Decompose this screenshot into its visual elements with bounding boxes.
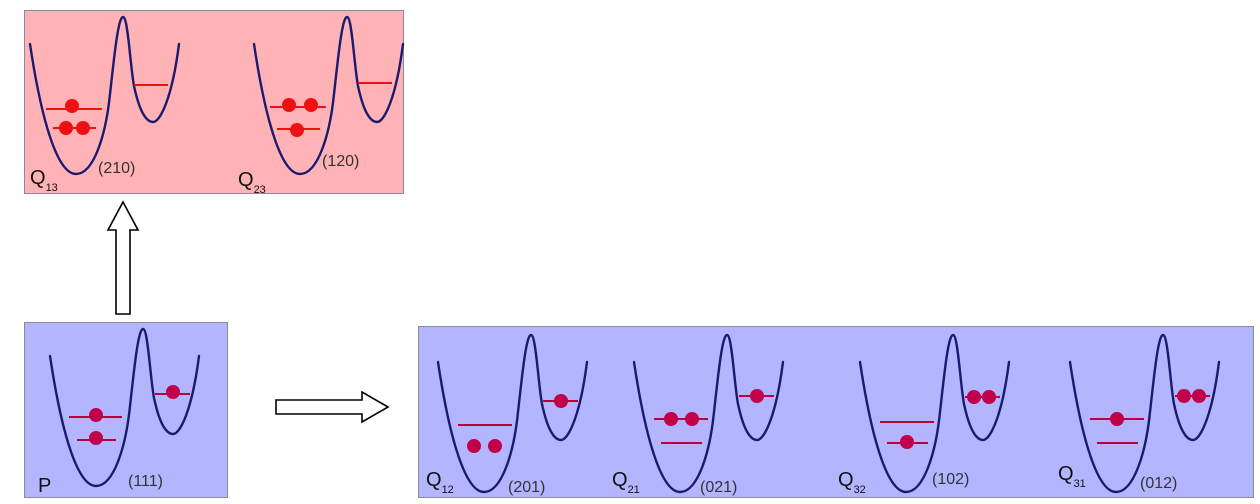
state-label-q32: Q32 [838,469,866,496]
particle [967,390,981,404]
well-curve [436,333,589,494]
well-curve [858,333,1011,494]
state-label-q31: Q31 [1058,463,1086,490]
initial-well-p [48,327,201,488]
state-label-q12: Q12 [426,469,454,496]
state-label-p: P [38,475,51,497]
particle [59,121,73,135]
arrow-up-icon [106,200,140,315]
well-curve [632,333,785,494]
particle [750,389,764,403]
lower-well-q21 [632,333,785,494]
configuration-label-q21: (021) [700,479,737,496]
particle [685,412,699,426]
lower-well-q12 [436,333,589,494]
lower-well-q31 [1068,333,1221,494]
particle [166,385,180,399]
particle [554,394,568,408]
particle [1192,389,1206,403]
state-label-q23: Q23 [238,169,266,196]
well-curve [1068,333,1221,494]
particle [290,123,304,137]
particle [900,435,914,449]
particle [982,390,996,404]
well-curve [252,15,405,176]
configuration-label-q31: (012) [1140,475,1177,492]
upper-well-q23 [252,15,405,176]
particle [664,412,678,426]
configuration-label-p: (111) [128,473,163,490]
well-curve [28,15,181,176]
configuration-label-q12: (201) [508,479,545,496]
particle [89,408,103,422]
particle [89,431,103,445]
particle [488,439,502,453]
configuration-label-q13: (210) [98,160,135,177]
well-curve [48,327,201,488]
arrow-right-icon [275,390,390,424]
particle [304,98,318,112]
configuration-label-q32: (102) [932,471,969,488]
particle [76,121,90,135]
state-label-q21: Q21 [612,469,640,496]
lower-well-q32 [858,333,1011,494]
particle [1177,389,1191,403]
particle [65,99,79,113]
particle [467,439,481,453]
configuration-label-q23: (120) [322,153,359,170]
upper-well-q13 [28,15,181,176]
lower-projected-states-panel [418,326,1254,498]
particle [1110,412,1124,426]
particle [282,98,296,112]
state-label-q13: Q13 [30,167,58,194]
initial-state-panel [24,322,228,498]
